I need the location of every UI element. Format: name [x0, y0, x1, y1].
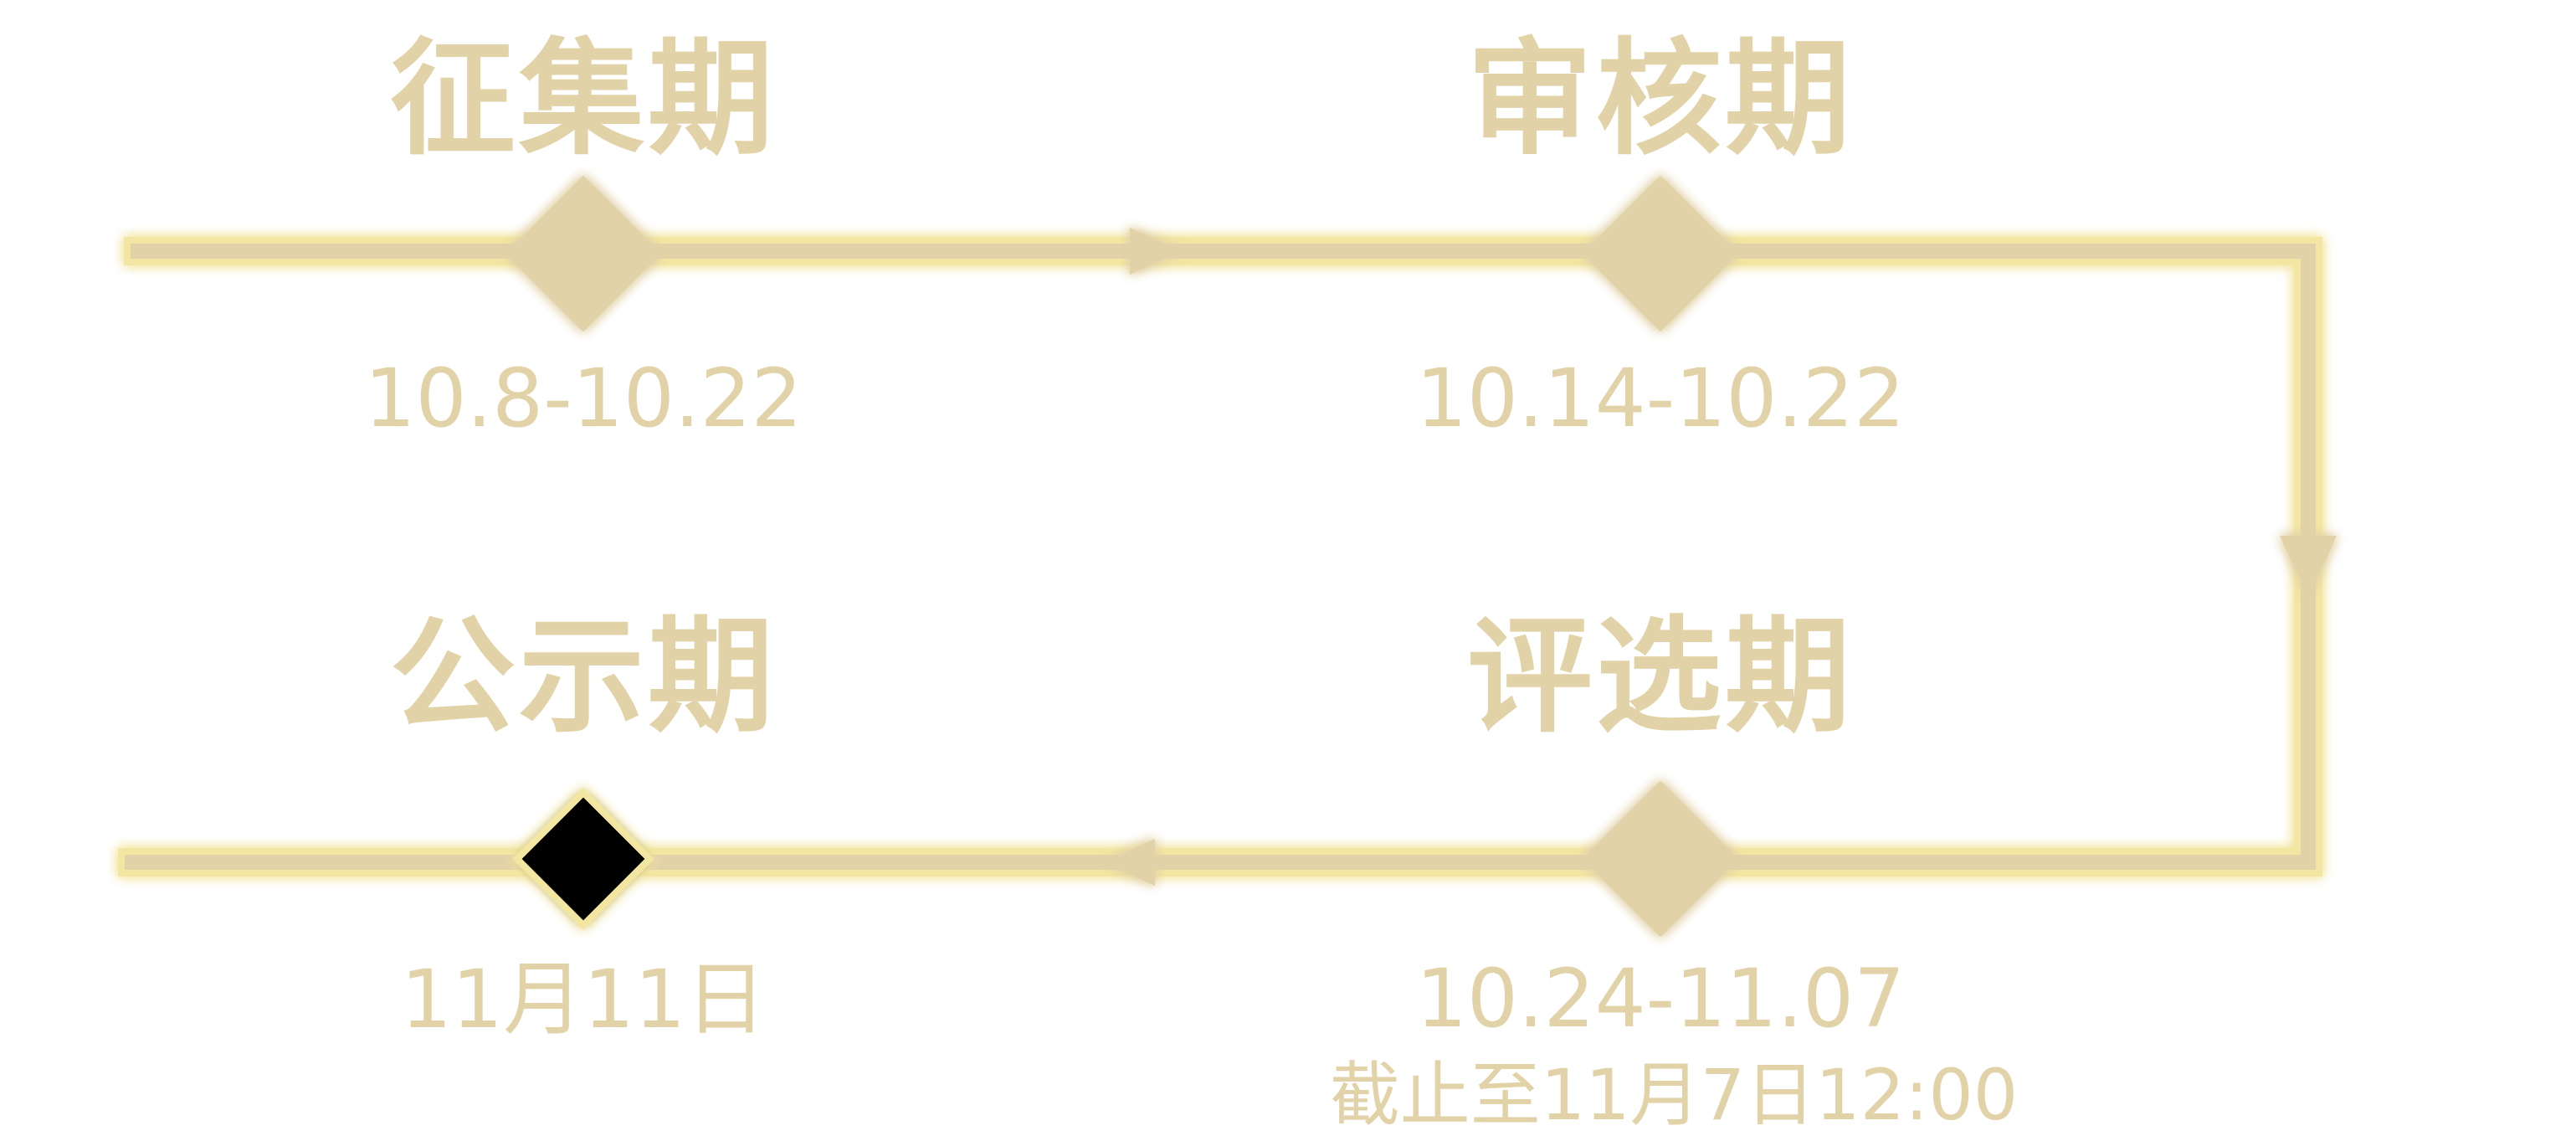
arrow-left-icon [1105, 839, 1155, 886]
arrow-right-icon [1130, 228, 1180, 275]
arrow-down-icon [2280, 536, 2337, 596]
stage-marker-diamond [1582, 780, 1739, 938]
timeline-path-glow [118, 237, 2322, 876]
stage-title-publicity: 公示期 [389, 604, 777, 750]
stage-date-review: 10.14-10.22 [1415, 352, 1906, 445]
stage-title-collection: 征集期 [389, 27, 777, 172]
stage-marker-diamond [505, 175, 662, 332]
stage-date-publicity: 11月11日 [400, 953, 767, 1046]
stage-date-selection: 10.24-11.07 [1415, 952, 1906, 1046]
stage-marker-diamond [1582, 175, 1739, 332]
stage-deadline-note: 截止至11月7日12:00 [1329, 1054, 2019, 1136]
timeline-path [125, 244, 2316, 870]
stage-title-selection: 评选期 [1466, 604, 1854, 750]
stage-date-collection: 10.8-10.22 [364, 352, 803, 445]
current-stage-marker [512, 788, 654, 930]
stage-title-review: 审核期 [1466, 27, 1854, 172]
